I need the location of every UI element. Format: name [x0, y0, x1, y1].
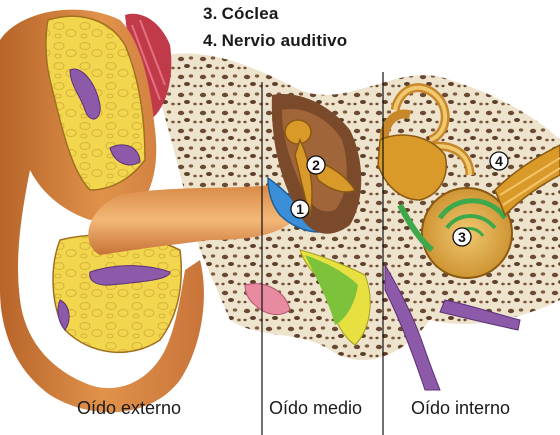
legend-text: Nervio auditivo: [222, 31, 348, 50]
label-middle-ear: Oído medio: [269, 398, 362, 419]
svg-text:2: 2: [312, 157, 320, 173]
marker-1: 1: [291, 200, 309, 218]
svg-text:3: 3: [458, 229, 466, 245]
label-inner-ear: Oído interno: [411, 398, 510, 419]
legend-number: 4.: [203, 31, 218, 50]
svg-text:4: 4: [495, 153, 503, 169]
legend-number: 3.: [203, 4, 218, 23]
legend-text: Cóclea: [222, 4, 279, 23]
marker-4: 4: [490, 152, 508, 170]
legend-item-cochlea: 3.Cóclea: [203, 4, 279, 24]
marker-2: 2: [307, 156, 325, 174]
legend-item-auditory-nerve: 4.Nervio auditivo: [203, 31, 347, 51]
marker-3: 3: [453, 228, 471, 246]
svg-text:1: 1: [296, 201, 304, 217]
cartilage-lower: [53, 235, 181, 353]
label-outer-ear: Oído externo: [77, 398, 181, 419]
